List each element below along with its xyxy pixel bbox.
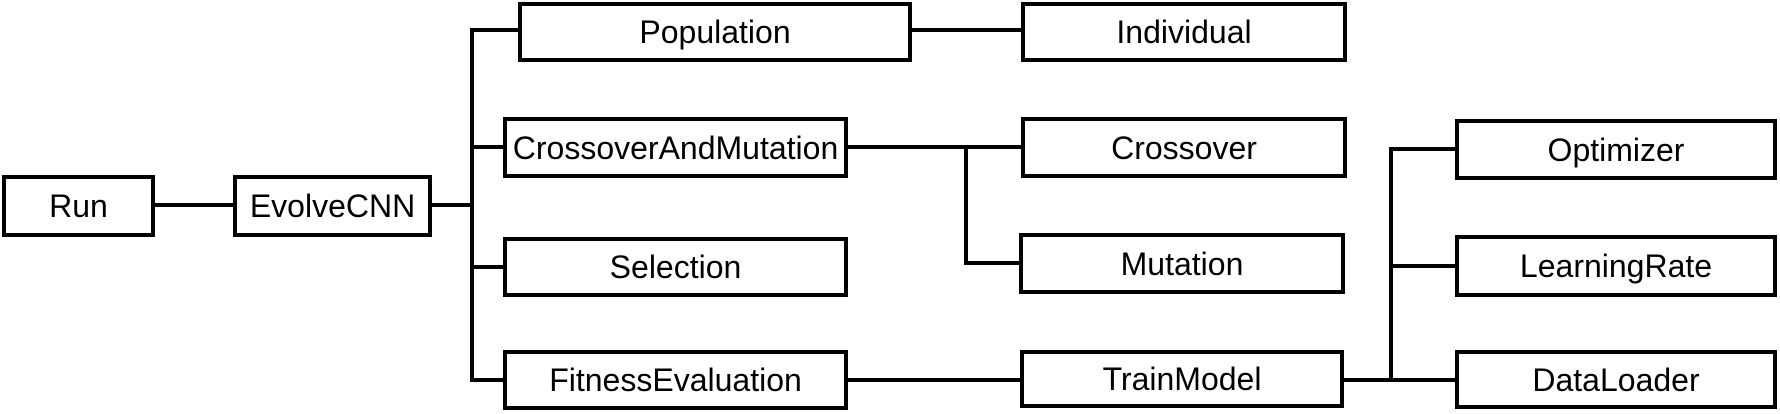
node-fitness-evaluation: FitnessEvaluation [503,350,848,410]
edge-evolvecnn-branch [432,203,474,207]
edge-branch-fitnessevaluation [470,378,503,382]
node-run: Run [2,175,155,237]
edge-branch-mutation [964,261,1019,265]
node-evolvecnn: EvolveCNN [233,175,432,237]
node-individual: Individual [1021,2,1347,62]
node-crossover-and-mutation: CrossoverAndMutation [503,117,848,178]
edge-fitnessevaluation-trainmodel [848,378,1020,382]
edge-evolvecnn-branch-vertical [470,28,474,382]
edge-run-evolvecnn [155,203,233,207]
edge-crossover-branch-vertical [964,145,968,265]
edge-branch-optimizer [1389,147,1455,151]
node-crossover: Crossover [1021,117,1347,178]
node-mutation: Mutation [1019,233,1345,294]
node-selection: Selection [503,237,848,297]
node-optimizer: Optimizer [1455,119,1777,180]
edge-branch-selection [470,265,503,269]
edge-population-individual [912,28,1021,32]
edge-branch-learningrate [1389,264,1455,268]
edge-trainmodel-dataloader [1344,378,1455,382]
node-learning-rate: LearningRate [1455,235,1777,297]
edge-branch-population [470,28,518,32]
node-train-model: TrainModel [1020,350,1344,408]
edge-crossoverandmutation-crossover [848,145,1021,149]
node-data-loader: DataLoader [1455,350,1777,409]
node-population: Population [518,2,912,62]
edge-branch-crossoverandmutation [470,145,503,149]
